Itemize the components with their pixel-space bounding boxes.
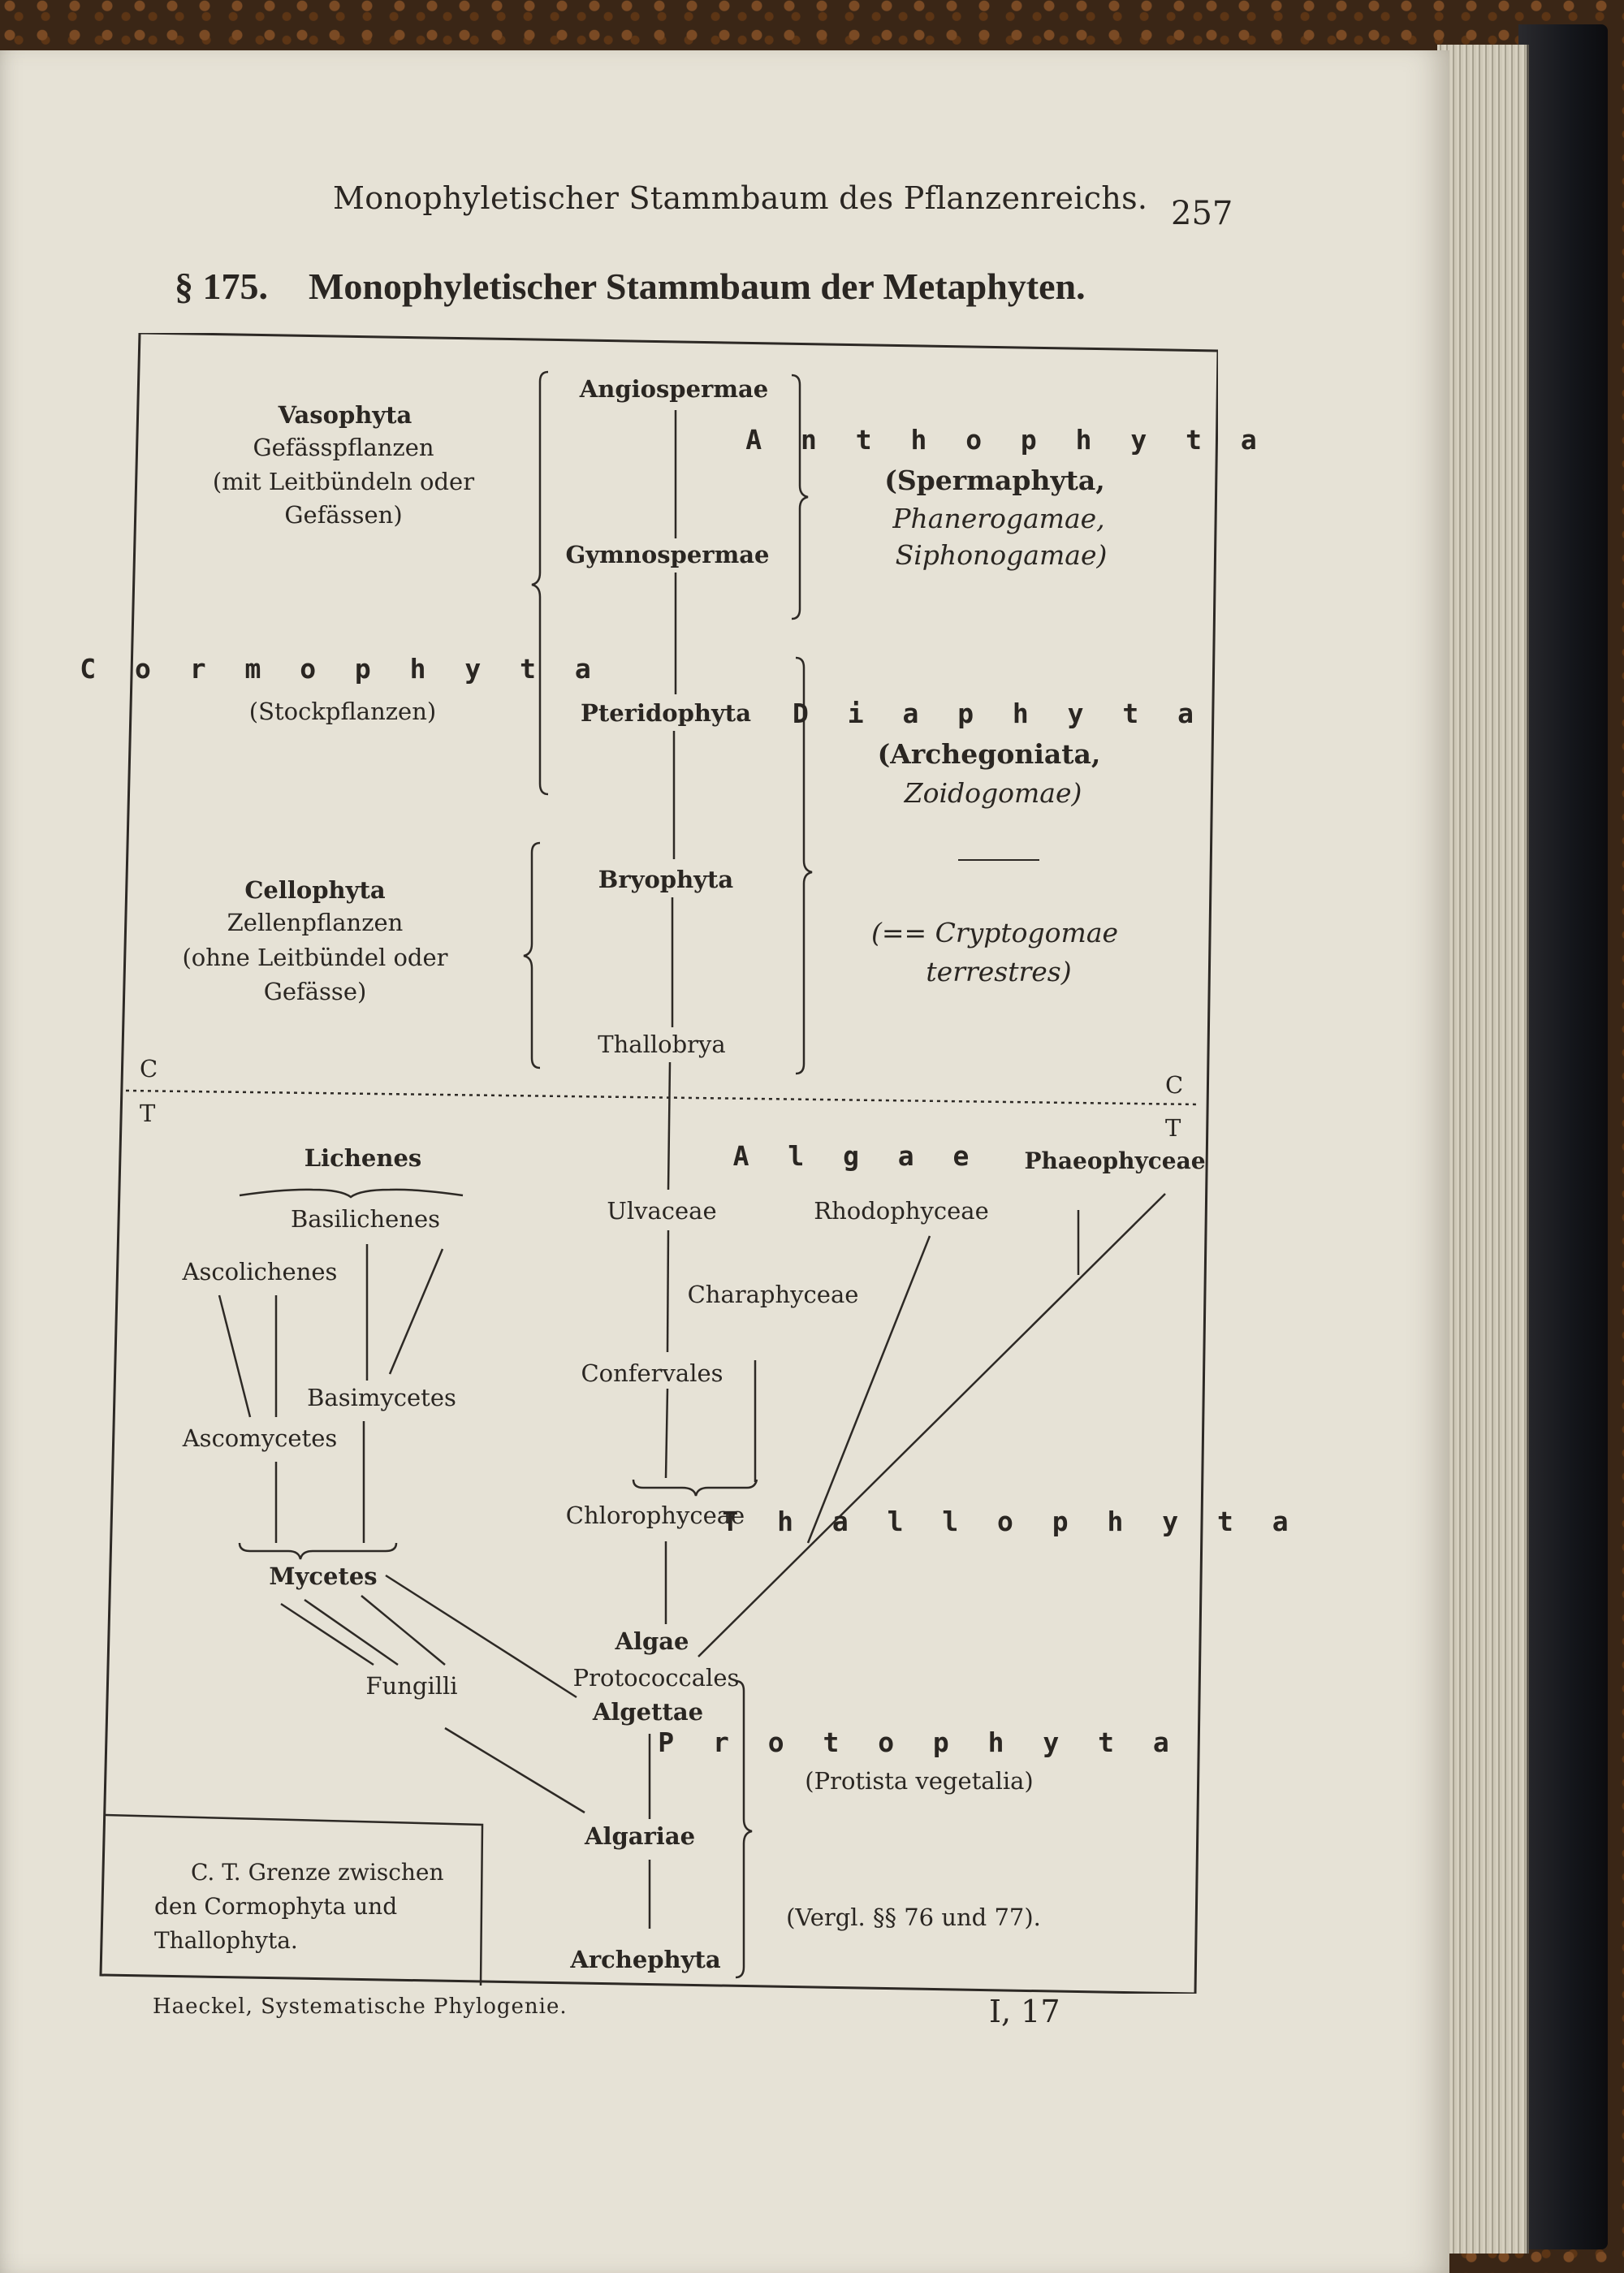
brace-lichenes xyxy=(239,1188,464,1199)
label-zoidogomae: Zoidogomae) xyxy=(904,777,1082,809)
label-charaphyceae: Charaphyceae xyxy=(687,1281,859,1308)
brace-diaphyta xyxy=(795,656,813,1075)
diagram-border xyxy=(99,333,1218,1994)
brace-mycetes xyxy=(238,1542,398,1560)
marker-c-right: C xyxy=(1165,1071,1184,1099)
label-cellophyta: Cellophyta xyxy=(244,876,386,904)
label-spermaphyta: (Spermaphyta, xyxy=(884,465,1105,496)
label-protococcales: Protococcales xyxy=(572,1664,740,1692)
chain-line-6 xyxy=(666,1229,670,1353)
label-thallobrya: Thallobrya xyxy=(598,1031,726,1058)
section-title: Monophyletischer Stammbaum der Metaphyte… xyxy=(309,266,1086,307)
ct-boundary-line xyxy=(125,1089,1199,1106)
label-lichenes: Lichenes xyxy=(304,1144,422,1172)
label-phaeophyceae: Phaeophyceae xyxy=(1024,1147,1206,1174)
label-terrestres: terrestres) xyxy=(926,956,1072,987)
label-anthophyta: A n t h o p h y t a xyxy=(745,424,1268,456)
label-confervales: Confervales xyxy=(581,1359,723,1387)
label-vasophyta-l2: (mit Leitbündeln oder xyxy=(212,468,475,495)
label-mycetes: Mycetes xyxy=(269,1562,378,1590)
label-angiospermae: Angiospermae xyxy=(579,375,769,403)
section-number: § 175. xyxy=(175,266,268,307)
label-cormophyta: C o r m o p h y t a xyxy=(80,653,603,685)
fungilli-line-3 xyxy=(361,1595,446,1666)
label-archephyta: Archephyta xyxy=(570,1946,721,1973)
brace-cellophyta xyxy=(523,841,541,1070)
label-protophyta: P r o t o p h y t a xyxy=(658,1726,1181,1758)
label-cellophyta-l3: Gefässe) xyxy=(263,978,367,1005)
label-cellophyta-l2: (ohne Leitbündel oder xyxy=(182,944,448,971)
label-diaphyta: D i a p h y t a xyxy=(792,698,1206,729)
label-siphonogamae: Siphonogamae) xyxy=(895,539,1108,571)
fungilli-line-1 xyxy=(280,1602,374,1666)
legend-note: C. T. Grenze zwischen den Cormophyta und… xyxy=(104,1819,469,1958)
label-fungilli: Fungilli xyxy=(365,1672,458,1700)
brace-anthophyta xyxy=(791,374,809,620)
brace-chlorophyceae xyxy=(632,1479,758,1497)
chain-line-5 xyxy=(667,1061,672,1191)
label-chlorophyceae: Chlorophyceae xyxy=(565,1502,745,1529)
label-rhodophyceae: Rhodophyceae xyxy=(814,1197,989,1225)
running-header: Monophyletischer Stammbaum des Pflanzenr… xyxy=(333,180,1148,216)
label-basimycetes: Basimycetes xyxy=(307,1384,456,1411)
label-bryophyta: Bryophyta xyxy=(598,866,734,893)
label-gymnospermae: Gymnospermae xyxy=(565,541,770,568)
ascolichenes-diag xyxy=(218,1294,252,1418)
label-cryptogomae: (== Cryptogomae xyxy=(870,917,1119,949)
chain-line-7 xyxy=(664,1388,669,1479)
book-spine-edge xyxy=(1518,24,1608,2249)
label-pteridophyta: Pteridophyta xyxy=(581,699,751,727)
footer-source: Haeckel, Systematische Phylogenie. xyxy=(153,1994,568,2019)
marker-t-left: T xyxy=(140,1100,156,1127)
label-basilichenes: Basilichenes xyxy=(290,1205,441,1233)
legend-box-border xyxy=(105,1813,484,1986)
label-ulvaceae: Ulvaceae xyxy=(607,1197,717,1225)
label-thallophyta: T h a l l o p h y t a xyxy=(722,1506,1300,1537)
brace-protophyta xyxy=(735,1679,753,1979)
page-number: 257 xyxy=(1171,195,1233,232)
legend-text: C. T. Grenze zwischen den Cormophyta und… xyxy=(154,1859,444,1954)
label-cellophyta-l1: Zellenpflanzen xyxy=(227,909,404,936)
label-algae-heading: A l g a e xyxy=(732,1140,981,1172)
brace-cormophyta xyxy=(531,370,549,796)
fungilli-line-2 xyxy=(304,1598,399,1666)
basilichenes-diag xyxy=(388,1248,444,1375)
fungilli-to-algariae xyxy=(444,1726,585,1814)
divider-rule xyxy=(958,859,1039,861)
footer-signature: I, 17 xyxy=(989,1994,1060,2029)
mycetes-to-algettae xyxy=(385,1574,577,1699)
marker-t-right: T xyxy=(1165,1114,1181,1142)
label-algettae: Algettae xyxy=(592,1698,704,1726)
label-phanerogamae: Phanerogamae, xyxy=(892,503,1105,534)
label-archegoniata: (Archegoniata, xyxy=(877,738,1101,770)
label-vasophyta-l1: Gefässpflanzen xyxy=(253,434,434,461)
label-ascomycetes: Ascomycetes xyxy=(182,1424,338,1452)
label-cormophyta-sub: (Stockpflanzen) xyxy=(248,698,437,725)
label-algae: Algae xyxy=(615,1627,689,1655)
label-protista-vegetalia: (Protista vegetalia) xyxy=(805,1767,1034,1795)
diagram-lines xyxy=(99,333,1218,1994)
label-algariae: Algariae xyxy=(584,1822,696,1850)
label-ascolichenes: Ascolichenes xyxy=(182,1258,338,1286)
section-heading: § 175. Monophyletischer Stammbaum der Met… xyxy=(175,265,1086,308)
marker-c-left: C xyxy=(140,1055,158,1082)
page-edges xyxy=(1437,45,1529,2254)
label-vasophyta-l3: Gefässen) xyxy=(284,501,403,529)
rhodophyceae-line xyxy=(806,1235,931,1544)
phaeophyceae-diagonal xyxy=(698,1193,1166,1657)
label-vergleich: (Vergl. §§ 76 und 77). xyxy=(786,1904,1041,1931)
label-vasophyta: Vasophyta xyxy=(278,401,412,429)
phylogeny-diagram: Vasophyta Gefässpflanzen (mit Leitbündel… xyxy=(80,333,1289,1994)
